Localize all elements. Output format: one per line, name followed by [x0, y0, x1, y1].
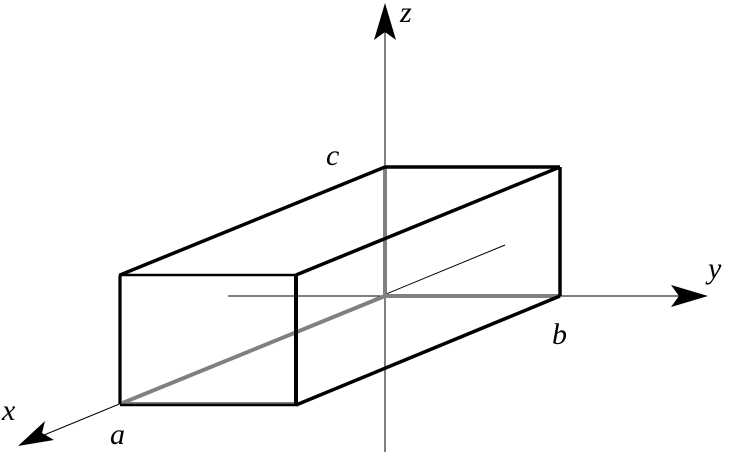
y-arrow-icon [671, 285, 708, 307]
visible-edges [118, 165, 562, 407]
axes [31, 18, 690, 452]
z-axis-label: z [399, 0, 412, 29]
hidden-edge-bottom-diagonal [119, 294, 386, 406]
label-c: c [326, 139, 339, 172]
bottom-right-edge [295, 294, 561, 407]
front-face [118, 273, 298, 407]
x-axis-label: x [1, 394, 16, 427]
top-right-edge [295, 165, 561, 277]
x-arrow-icon [18, 421, 54, 446]
label-b: b [552, 318, 567, 351]
y-axis-label: y [705, 252, 722, 285]
hidden-edges [118, 167, 560, 406]
label-a: a [110, 418, 125, 451]
top-left-edge [119, 165, 386, 277]
z-arrow-icon [374, 3, 396, 40]
